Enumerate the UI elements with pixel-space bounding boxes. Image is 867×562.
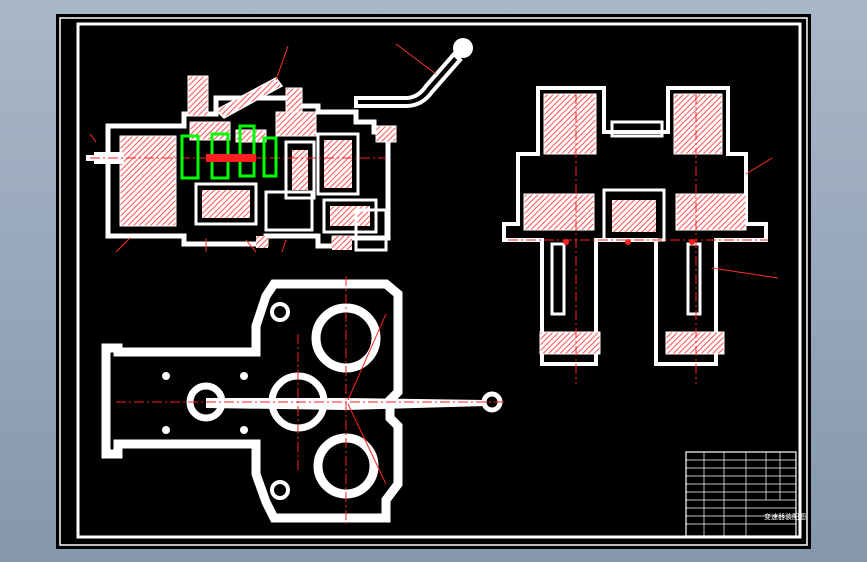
title-block-drawing-name: 变速器装配图 xyxy=(764,513,806,521)
drawing-sheet: 变速器装配图 xyxy=(56,14,811,549)
outer-border xyxy=(59,17,808,546)
inner-border xyxy=(76,22,802,539)
section-view-gearbox xyxy=(86,38,473,253)
side-view-shift-mechanism xyxy=(502,86,779,384)
cad-drawing xyxy=(59,17,808,546)
plan-view-housing xyxy=(101,276,506,524)
title-block xyxy=(685,451,797,537)
